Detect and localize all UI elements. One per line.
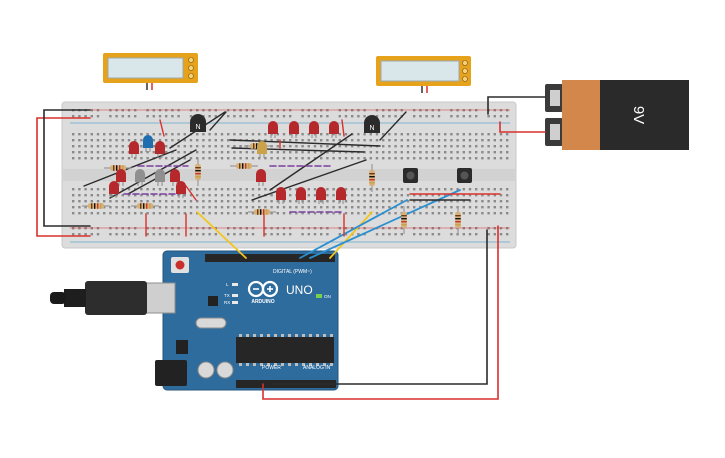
led[interactable] bbox=[296, 187, 306, 204]
resistor[interactable] bbox=[131, 203, 159, 209]
rail-wire-red-left bbox=[36, 117, 91, 237]
led[interactable] bbox=[289, 121, 299, 138]
led[interactable] bbox=[276, 187, 286, 204]
battery-wire-black bbox=[487, 96, 546, 115]
power-label: POWER bbox=[262, 365, 281, 371]
pushbutton-left[interactable] bbox=[403, 168, 418, 183]
wires[interactable] bbox=[36, 96, 546, 400]
led[interactable] bbox=[109, 181, 119, 198]
rail-wire-black-left bbox=[43, 109, 91, 227]
digital-pwm-label: DIGITAL (PWM~) bbox=[273, 269, 312, 275]
transistor-left[interactable]: N bbox=[190, 114, 206, 132]
resistor[interactable] bbox=[401, 206, 407, 234]
led[interactable] bbox=[129, 141, 139, 158]
rx-label: RX bbox=[224, 300, 230, 305]
atmega-chip bbox=[236, 337, 334, 363]
arduino-model: UNO bbox=[286, 283, 313, 297]
arduino-logo-icon bbox=[247, 280, 279, 298]
analog-in-label: ANALOG IN bbox=[303, 365, 331, 371]
leds[interactable] bbox=[109, 121, 346, 204]
resistor[interactable] bbox=[230, 163, 258, 169]
battery-wire-red bbox=[499, 121, 546, 133]
chip-pins bbox=[239, 334, 333, 366]
resistor[interactable] bbox=[82, 203, 110, 209]
resistor[interactable] bbox=[369, 164, 375, 192]
resistors[interactable] bbox=[82, 143, 461, 234]
signal-wire-blue-1 bbox=[299, 199, 408, 259]
pushbutton-right[interactable] bbox=[457, 168, 472, 183]
lcd-display-right[interactable] bbox=[376, 56, 471, 93]
breadboard[interactable] bbox=[61, 101, 517, 249]
led[interactable] bbox=[268, 121, 278, 138]
transistor-right-label: N bbox=[369, 125, 374, 132]
resistor[interactable] bbox=[195, 158, 201, 186]
transistor-right[interactable]: N bbox=[364, 115, 380, 133]
arduino-brand: ARDUINO bbox=[251, 299, 274, 305]
led[interactable] bbox=[257, 141, 267, 158]
signal-wire-yellow-2 bbox=[329, 211, 373, 259]
gnd-wire-black bbox=[271, 229, 488, 385]
arduino-uno[interactable]: ARDUINO UNO DIGITAL (PWM~) ON POWER ANAL… bbox=[50, 250, 339, 391]
led[interactable] bbox=[316, 187, 326, 204]
signal-wire-yellow-1 bbox=[196, 211, 247, 259]
battery-label: 9V bbox=[630, 106, 647, 124]
led[interactable] bbox=[155, 141, 165, 158]
vcc-wire-red bbox=[262, 225, 499, 400]
dc-jack bbox=[155, 360, 187, 386]
on-label: ON bbox=[324, 294, 331, 299]
led[interactable] bbox=[135, 169, 145, 186]
battery-9v[interactable]: 9V bbox=[545, 80, 689, 150]
transistor-left-label: N bbox=[195, 124, 200, 131]
lcd-display-left[interactable] bbox=[103, 53, 198, 90]
resistor[interactable] bbox=[248, 209, 276, 215]
led[interactable] bbox=[116, 169, 126, 186]
led[interactable] bbox=[176, 181, 186, 198]
digital-header[interactable] bbox=[205, 254, 335, 262]
led[interactable] bbox=[336, 187, 346, 204]
usb-port bbox=[50, 281, 176, 315]
tx-label: TX bbox=[224, 293, 230, 298]
led[interactable] bbox=[143, 135, 153, 152]
resistor[interactable] bbox=[455, 206, 461, 234]
led[interactable] bbox=[155, 169, 165, 186]
signal-wire-blue-2 bbox=[309, 189, 461, 259]
led[interactable] bbox=[329, 121, 339, 138]
led[interactable] bbox=[309, 121, 319, 138]
led[interactable] bbox=[256, 169, 266, 186]
l-label: L bbox=[226, 282, 229, 287]
